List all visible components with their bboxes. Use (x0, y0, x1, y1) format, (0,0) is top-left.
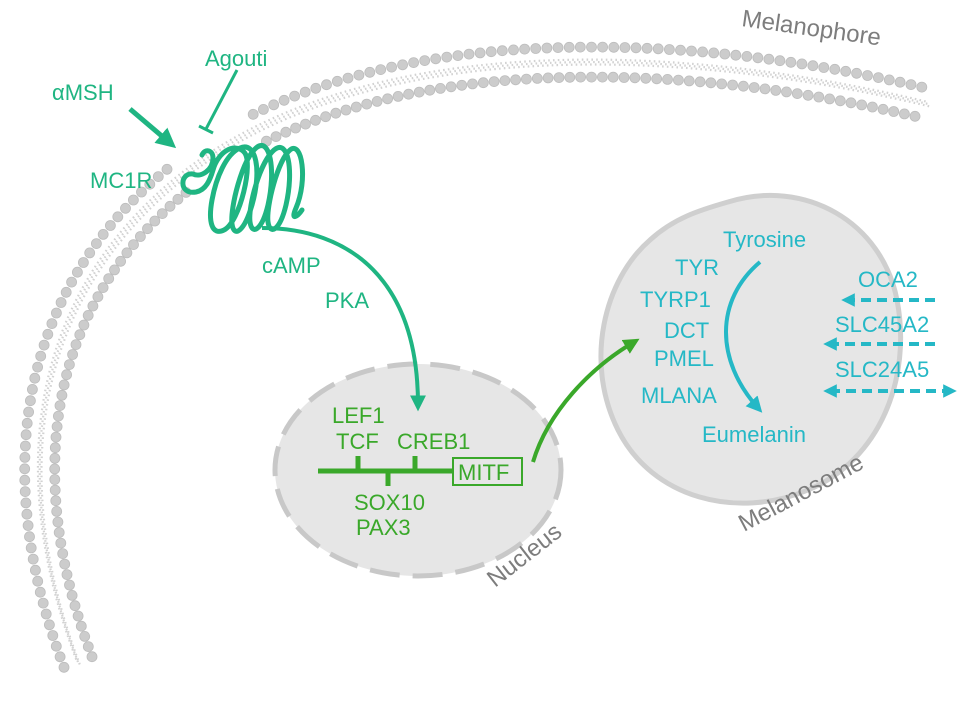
mlana-label: MLANA (641, 383, 717, 408)
slc45a2-label: SLC45A2 (835, 312, 929, 337)
agouti-inhibition (198, 69, 239, 135)
tyrosine-label: Tyrosine (723, 227, 806, 252)
melanosome-organelle (598, 192, 904, 506)
mc1r-label: MC1R (90, 168, 152, 193)
lef1-label: LEF1 (332, 403, 385, 428)
sox10-label: SOX10 (354, 490, 425, 515)
eumelanin-label: Eumelanin (702, 422, 806, 447)
pka-label: PKA (325, 288, 369, 313)
tyr-label: TYR (675, 255, 719, 280)
tyrosine-to-eumelanin-arrow (724, 260, 763, 413)
dct-label: DCT (664, 318, 709, 343)
tcf-label: TCF (336, 429, 379, 454)
mitf-to-melanosome-arrow (531, 338, 640, 463)
mitf-label: MITF (458, 460, 509, 485)
creb1-label: CREB1 (397, 429, 470, 454)
oca2-label: OCA2 (858, 267, 918, 292)
amsh-arrow (128, 107, 177, 149)
pax3-label: PAX3 (356, 515, 411, 540)
tyrp1-label: TYRP1 (640, 287, 711, 312)
mitf-promoter-line (318, 456, 452, 486)
slc24a5-label: SLC24A5 (835, 357, 929, 382)
amsh-label: αMSH (52, 80, 114, 105)
camp-label: cAMP (262, 253, 321, 278)
agouti-label: Agouti (205, 46, 267, 71)
mc1r-receptor (180, 143, 306, 234)
pmel-label: PMEL (654, 346, 714, 371)
melanophore-label: Melanophore (740, 5, 883, 51)
camp-pka-arrow (261, 226, 426, 412)
mitf-gene-box (452, 457, 523, 486)
cell-membrane (19, 41, 931, 673)
